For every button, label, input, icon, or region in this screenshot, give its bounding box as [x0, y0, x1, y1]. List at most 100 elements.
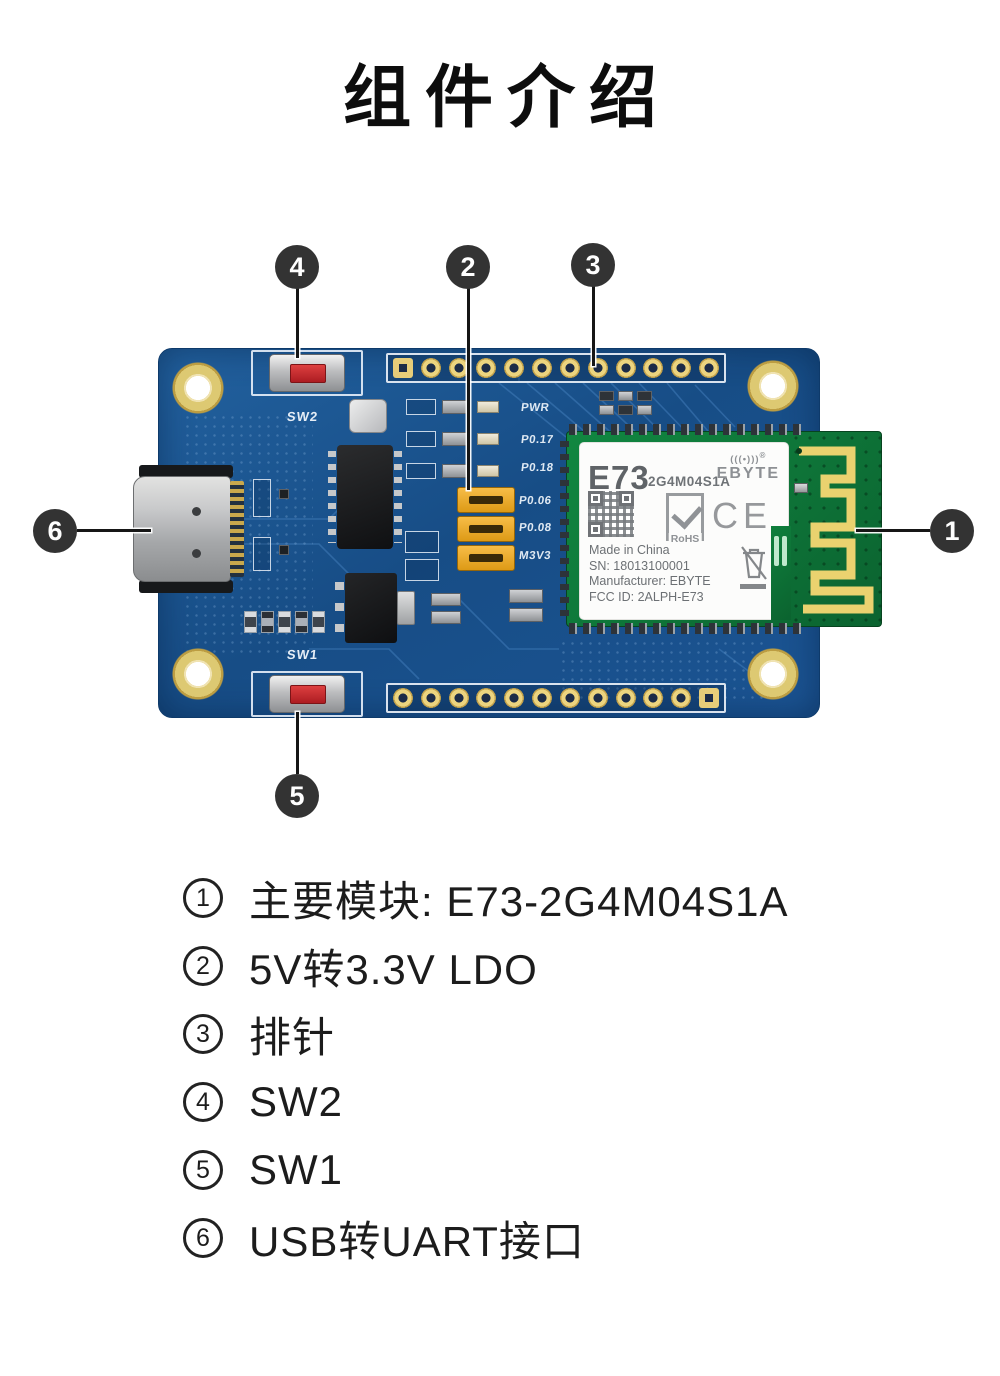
- passive-component: [618, 391, 633, 401]
- pcb-board: SW2 SW1 P: [133, 348, 882, 718]
- callout-number: 1: [944, 515, 960, 546]
- resistor-row: [244, 611, 325, 633]
- jumper-label-m3v3: M3V3: [518, 550, 552, 562]
- legend-item-ldo: 2 5V转3.3V LDO: [183, 944, 789, 993]
- callout-line-5: [296, 712, 299, 774]
- brand-logo: (((•)))® EBYTE: [717, 450, 780, 483]
- callout-marker-5: 5: [275, 774, 319, 818]
- page-title: 组件介绍: [342, 60, 671, 136]
- legend-item-text: USB转UART接口: [249, 1217, 585, 1265]
- pin-header-bottom: [386, 683, 726, 713]
- serial-number-line: SN: 18013100001: [589, 558, 690, 573]
- legend-item-usb-uart: 6 USB转UART接口: [183, 1216, 789, 1265]
- passive-component: [509, 589, 543, 603]
- p017-led: [477, 433, 499, 445]
- jumper-m3v3: [457, 545, 515, 571]
- legend-number-badge: 3: [183, 1014, 223, 1054]
- passive-component: [794, 483, 808, 493]
- passive-component: [279, 545, 289, 555]
- rohs-mark: RoHS: [666, 493, 704, 545]
- sw1-silkscreen-label: SW1: [286, 647, 319, 662]
- led-label-p018: P0.18: [520, 462, 555, 474]
- module-label: E73 2G4M04S1A (((•)))® EBYTE RoHS CE Mad…: [579, 442, 789, 620]
- e73-module: E73 2G4M04S1A (((•)))® EBYTE RoHS CE Mad…: [560, 424, 882, 634]
- module-pins-bottom: [569, 623, 805, 634]
- passive-component: [599, 405, 614, 415]
- sw2-outline: [251, 350, 363, 396]
- passive-component: [253, 479, 271, 517]
- mounting-hole: [170, 360, 226, 416]
- passive-component: [253, 537, 271, 571]
- weee-bar: [740, 584, 766, 589]
- jumper-label-p006: P0.06: [518, 495, 553, 507]
- legend-number-badge: 6: [183, 1218, 223, 1258]
- module-model: E73: [588, 459, 650, 496]
- legend-number-badge: 5: [183, 1150, 223, 1190]
- callout-number: 2: [460, 251, 476, 282]
- jumper-p006: [457, 487, 515, 513]
- callout-number: 6: [47, 515, 63, 546]
- legend: 1 主要模块: E73-2G4M04S1A 2 5V转3.3V LDO 3 排针…: [183, 876, 789, 1284]
- usb-c-housing-top: [139, 465, 233, 478]
- passive-component: [405, 531, 439, 553]
- module-notch: [771, 526, 791, 620]
- led-resistor: [406, 463, 436, 479]
- passive-component: [442, 432, 468, 446]
- sw1-outline: [251, 671, 363, 717]
- pin-header-top: [386, 353, 726, 383]
- brand-name: EBYTE: [716, 465, 780, 483]
- callout-marker-6: 6: [33, 509, 77, 553]
- legend-number-badge: 2: [183, 946, 223, 986]
- legend-item-text: SW1: [249, 1146, 344, 1193]
- callout-marker-2: 2: [446, 245, 490, 289]
- callout-line-1: [856, 529, 930, 532]
- legend-item-text: 5V转3.3V LDO: [249, 945, 538, 993]
- registered-mark: ®: [759, 451, 767, 460]
- legend-item-sw1: 5 SW1: [183, 1146, 789, 1193]
- rohs-label: RoHS: [668, 533, 702, 545]
- manufacturer-line: Manufacturer: EBYTE: [589, 574, 711, 588]
- usb-c-pins: [230, 481, 244, 577]
- sw1-button: [269, 675, 345, 713]
- legend-item-main-module: 1 主要模块: E73-2G4M04S1A: [183, 876, 789, 925]
- passive-component: [599, 391, 614, 401]
- ldo-tab: [397, 591, 415, 625]
- passive-component: [442, 464, 468, 478]
- module-pins-top: [569, 424, 805, 435]
- passive-component: [618, 405, 633, 415]
- legend-item-sw2: 4 SW2: [183, 1078, 789, 1125]
- p018-led: [477, 465, 499, 477]
- pwr-led: [477, 401, 499, 413]
- callout-marker-1: 1: [930, 509, 974, 553]
- callout-marker-4: 4: [275, 245, 319, 289]
- usb-c-housing-bottom: [139, 580, 233, 593]
- mounting-hole: [170, 646, 226, 702]
- led-label-pwr: PWR: [520, 402, 551, 414]
- made-in-line: Made in China: [589, 543, 670, 557]
- sw2-button-red-cap: [290, 364, 326, 383]
- legend-item-text: 排针: [249, 1013, 336, 1061]
- callout-number: 3: [585, 249, 601, 280]
- sw2-silkscreen-label: SW2: [286, 409, 319, 424]
- callout-line-2: [467, 288, 470, 490]
- passive-component: [637, 391, 652, 401]
- mounting-hole: [745, 358, 801, 414]
- legend-number-badge: 4: [183, 1082, 223, 1122]
- jumper-block: [457, 487, 515, 575]
- module-variant: 2G4M04S1A: [648, 474, 731, 489]
- ldo-regulator-ic: [335, 573, 397, 643]
- legend-item-pin-header: 3 排针: [183, 1012, 789, 1061]
- passive-component: [637, 405, 652, 415]
- crystal-oscillator: [349, 399, 387, 433]
- callout-number: 4: [289, 251, 305, 282]
- passive-component: [442, 400, 468, 414]
- callout-line-4: [296, 288, 299, 358]
- ce-mark: CE: [712, 495, 773, 536]
- fcc-id-line: FCC ID: 2ALPH-E73: [589, 589, 704, 604]
- passive-component: [431, 593, 461, 606]
- callout-line-6: [77, 529, 151, 532]
- jumper-label-p008: P0.08: [518, 522, 553, 534]
- jumper-p008: [457, 516, 515, 542]
- callout-marker-3: 3: [571, 243, 615, 287]
- module-pins-left: [560, 441, 569, 617]
